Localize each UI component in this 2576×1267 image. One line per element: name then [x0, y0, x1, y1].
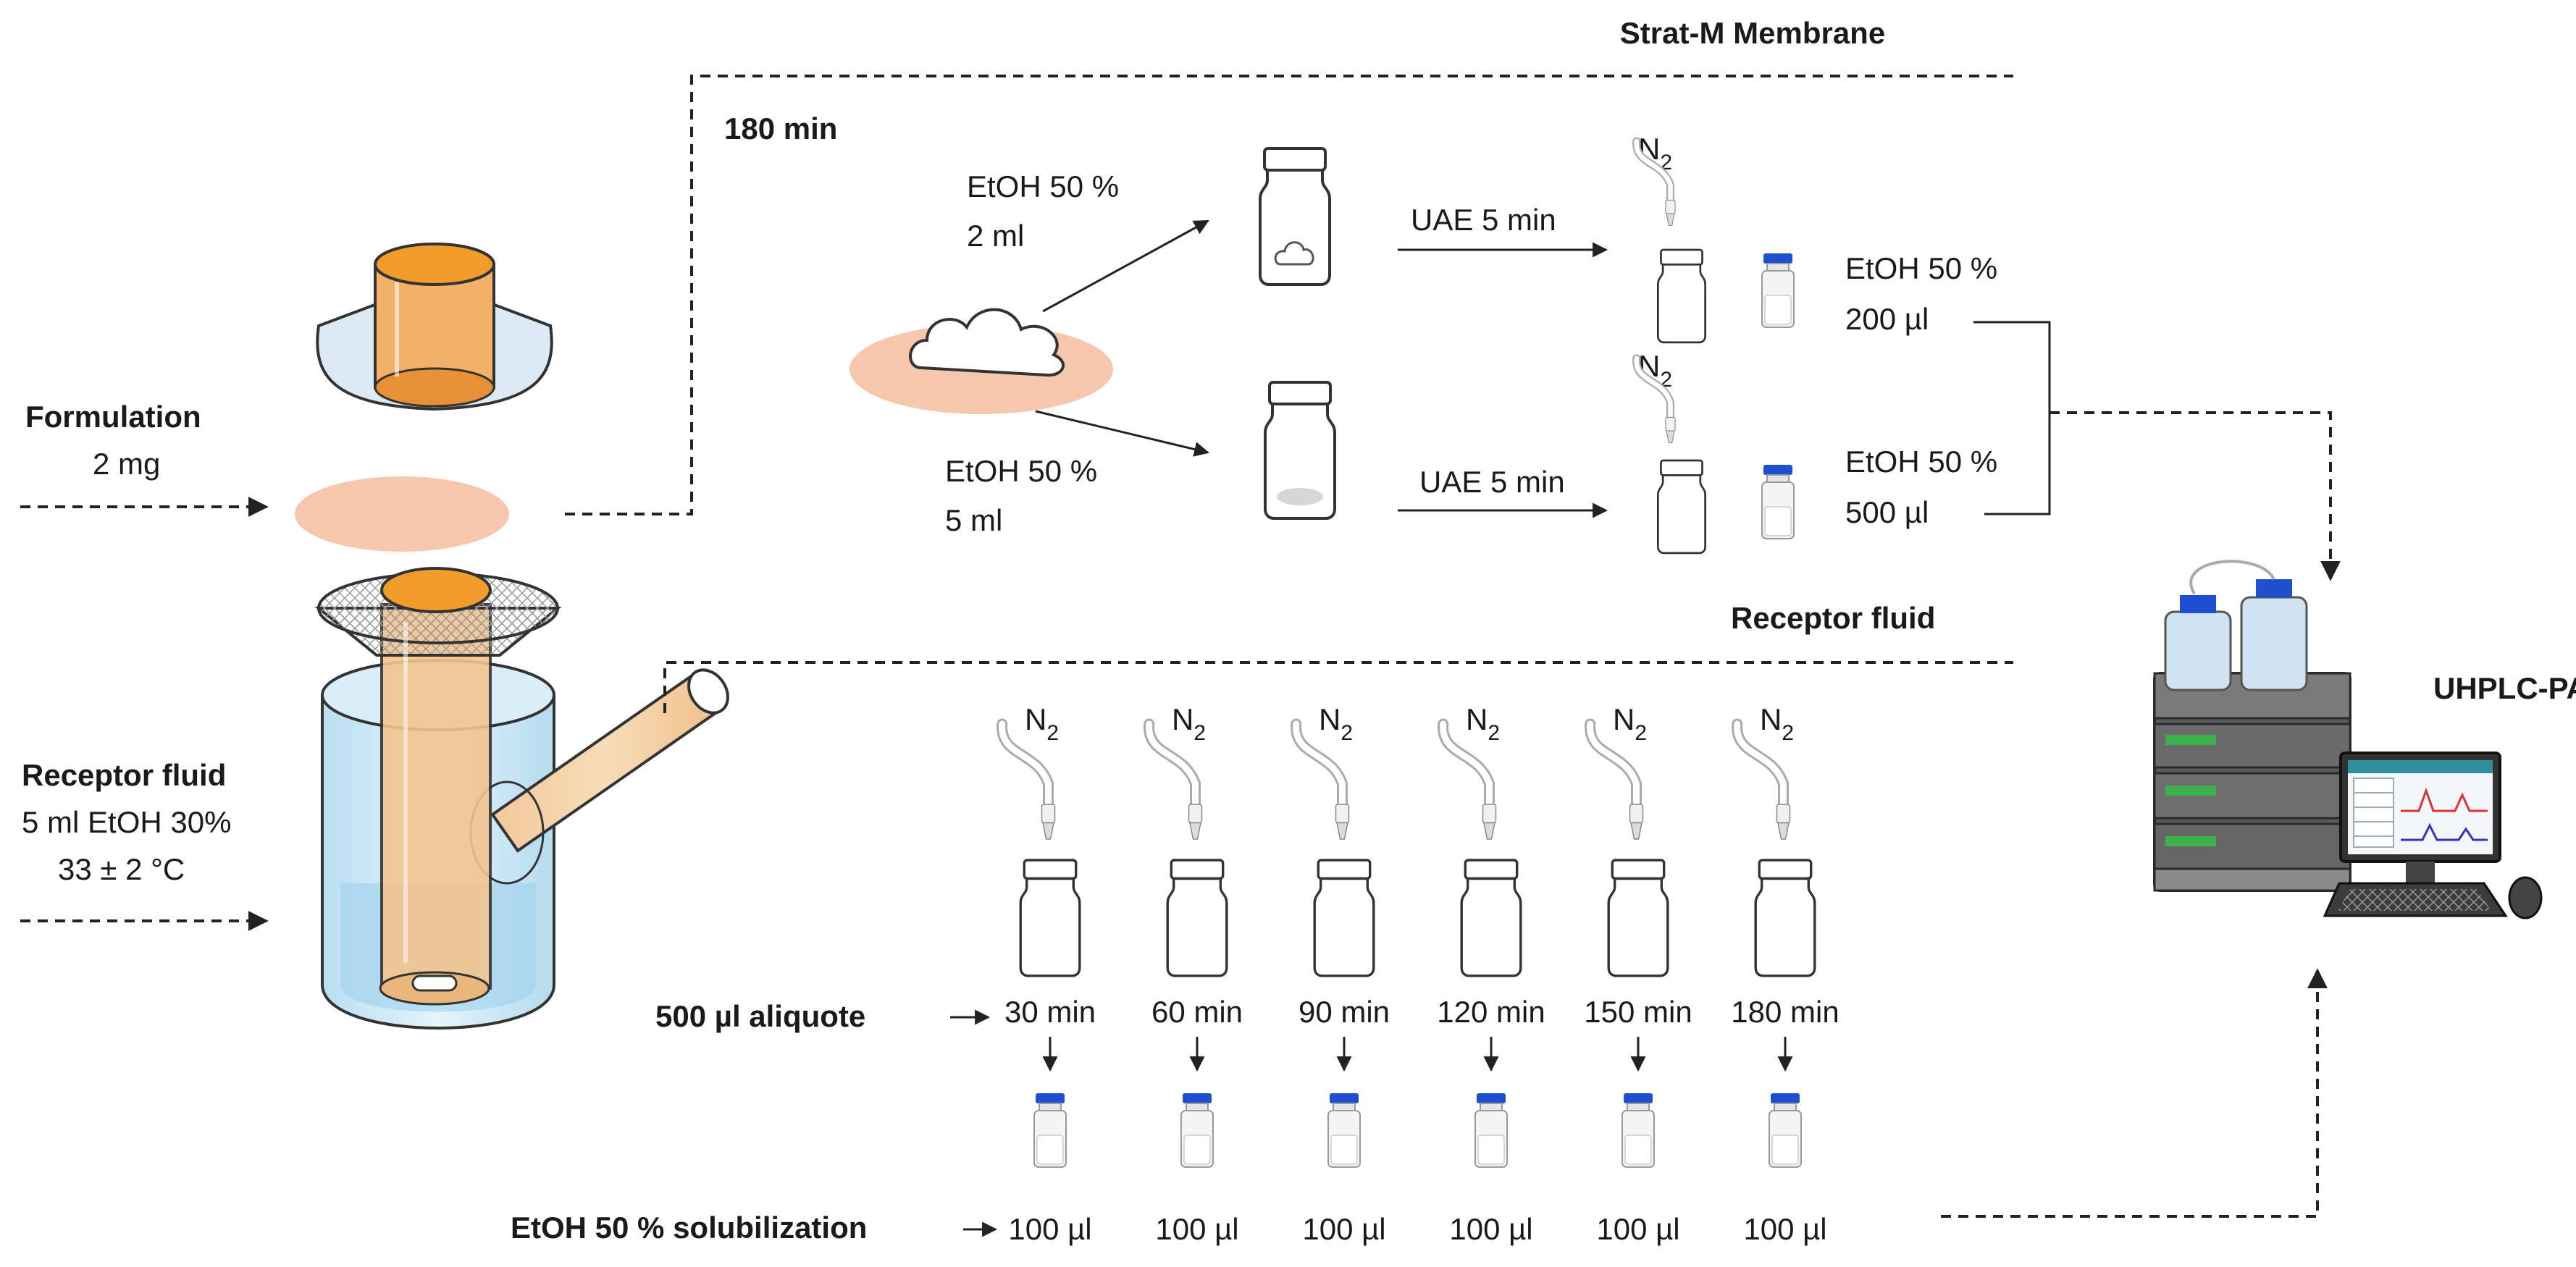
- sample-vial: [1607, 859, 1669, 977]
- solubilization-label: EtOH 50 % solubilization: [511, 1211, 867, 1245]
- branch-top-sample-vial: [1259, 147, 1331, 286]
- timepoint-column: N2 60 min 100 µl: [1149, 702, 1243, 1246]
- hplc-vial-icon: [1621, 1093, 1655, 1168]
- receptor-fluid-composition: 5 ml EtOH 30%: [22, 805, 231, 839]
- sample-vial: [1166, 859, 1228, 977]
- nitrogen-label: N2: [1319, 702, 1353, 745]
- hplc-vial-icon: [1327, 1093, 1361, 1168]
- timepoint-column: N2 30 min 100 µl: [1002, 702, 1096, 1246]
- branch-top-volume: 2 ml: [967, 219, 1024, 253]
- nitrogen-label: N2: [1172, 702, 1206, 745]
- timepoint-volume: 100 µl: [1155, 1212, 1238, 1246]
- timepoint-time: 90 min: [1299, 995, 1390, 1029]
- branch-top-arrow: [1042, 219, 1209, 313]
- receptor-section-title: Receptor fluid: [1731, 601, 1935, 635]
- timepoint-time: 120 min: [1437, 995, 1545, 1029]
- instrument-label: UHPLC-PAD: [2433, 671, 2576, 705]
- strat-m-to-instrument-connector: [2050, 411, 2341, 581]
- formulation-label: Formulation: [25, 400, 201, 434]
- receptor-cell: [314, 567, 729, 1030]
- formulation-amount: 2 mg: [93, 447, 160, 481]
- hplc-vial-icon: [1033, 1093, 1067, 1168]
- branch-bottom-solvent: EtOH 50 %: [945, 454, 1097, 488]
- branch-bottom-final-volume: 500 µl: [1845, 495, 1929, 529]
- branch-bottom-hplc-vial-icon: [1761, 464, 1795, 539]
- timepoint-volume: 100 µl: [1743, 1212, 1826, 1246]
- timepoint-time: 180 min: [1731, 995, 1839, 1029]
- receptor-to-instrument-connector: [1941, 968, 2328, 1218]
- branch-bottom-arrow: [1035, 410, 1210, 457]
- branch-top-final-volume: 200 µl: [1845, 302, 1929, 336]
- branch-top-hplc-vial-icon: [1761, 253, 1795, 328]
- formulation-membrane-disc: [295, 476, 509, 552]
- donor-chamber: [316, 243, 553, 411]
- strat-m-time: 180 min: [724, 111, 837, 146]
- timepoint-volume: 100 µl: [1596, 1212, 1679, 1246]
- hplc-vial-icon: [1180, 1093, 1214, 1168]
- strat-m-title: Strat-M Membrane: [1620, 16, 1885, 50]
- timepoint-column: N2 150 min 100 µl: [1584, 702, 1692, 1246]
- nitrogen-label: N2: [1025, 702, 1059, 745]
- hplc-vial-icon: [1474, 1093, 1508, 1168]
- nitrogen-label: N2: [1760, 702, 1794, 745]
- strat-m-merge-bracket: [1973, 321, 2051, 515]
- sample-vial: [1019, 859, 1081, 977]
- sample-vial: [1754, 859, 1816, 977]
- branch-bottom-sample-vial: [1264, 381, 1336, 520]
- sample-vial: [1460, 859, 1522, 977]
- cotton-swab-icon: [909, 308, 1065, 377]
- branch-bottom-final-solvent: EtOH 50 %: [1845, 445, 1997, 479]
- sample-vial: [1313, 859, 1375, 977]
- hplc-vial-icon: [1769, 1093, 1802, 1168]
- timepoint-time: 30 min: [1004, 995, 1096, 1029]
- strat-m-dashed-connector: [565, 75, 2013, 515]
- branch-top-step: UAE 5 min: [1411, 203, 1556, 237]
- timepoint-columns: N2 30 min 100 µl N2 60 min 100 µl N2 90 min 100 …: [1002, 702, 1839, 1246]
- branch-top-drying-vial: [1657, 248, 1706, 344]
- aliquot-label: 500 µl aliquote: [655, 999, 865, 1033]
- branch-top-final-solvent: EtOH 50 %: [1845, 251, 1997, 285]
- receptor-fluid-temperature: 33 ± 2 °C: [58, 852, 185, 886]
- timepoint-volume: 100 µl: [1302, 1212, 1385, 1246]
- receptor-fluid-label: Receptor fluid: [22, 758, 226, 792]
- branch-bottom-volume: 5 ml: [945, 503, 1002, 537]
- timepoint-column: N2 180 min 100 µl: [1731, 702, 1839, 1246]
- timepoint-time: 60 min: [1151, 995, 1243, 1029]
- timepoint-column: N2 90 min 100 µl: [1296, 702, 1390, 1246]
- timepoint-column: N2 120 min 100 µl: [1437, 702, 1545, 1246]
- timepoint-time: 150 min: [1584, 995, 1692, 1029]
- branch-top-solvent: EtOH 50 %: [967, 169, 1119, 203]
- nitrogen-label: N2: [1613, 702, 1647, 745]
- timepoint-volume: 100 µl: [1449, 1212, 1532, 1246]
- uhplc-instrument-icon: [2153, 560, 2543, 919]
- nitrogen-label: N2: [1466, 702, 1500, 745]
- timepoint-volume: 100 µl: [1008, 1212, 1091, 1246]
- branch-bottom-drying-vial: [1657, 459, 1706, 555]
- branch-bottom-step: UAE 5 min: [1419, 465, 1565, 499]
